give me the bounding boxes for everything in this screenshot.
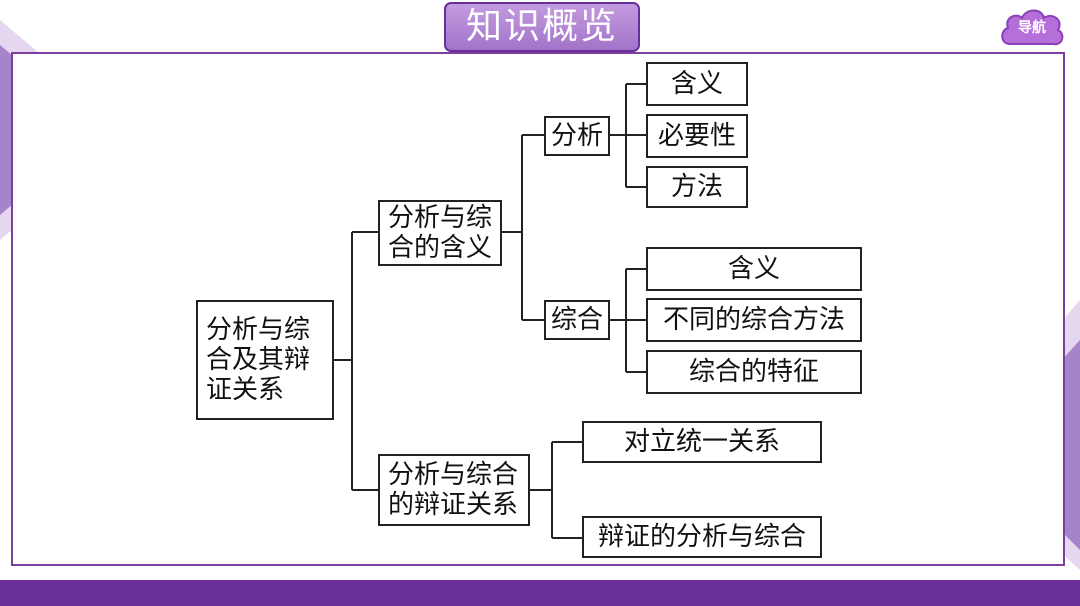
bottom-bar (0, 580, 1080, 606)
node-synthesis-meaning: 含义 (646, 247, 862, 291)
node-analysis: 分析 (544, 116, 610, 156)
node-synthesis-features: 综合的特征 (646, 350, 862, 394)
page-title: 知识概览 (444, 2, 640, 52)
node-synthesis-methods: 不同的综合方法 (646, 298, 862, 342)
node-root: 分析与综 合及其辩 证关系 (196, 300, 334, 420)
node-analysis-method: 方法 (646, 166, 748, 208)
node-branch-meaning: 分析与综 合的含义 (378, 200, 502, 266)
node-analysis-necessity: 必要性 (646, 114, 748, 158)
node-branch-dialectic: 分析与综合 的辩证关系 (378, 454, 530, 526)
node-synthesis: 综合 (544, 300, 610, 340)
nav-label: 导航 (1018, 20, 1046, 36)
cloud-icon (1001, 9, 1064, 46)
nav-button[interactable]: 导航 (998, 6, 1066, 52)
node-dialectical: 辩证的分析与综合 (582, 516, 822, 558)
node-analysis-meaning: 含义 (646, 62, 748, 106)
content-frame (11, 52, 1065, 566)
node-unity: 对立统一关系 (582, 421, 822, 463)
